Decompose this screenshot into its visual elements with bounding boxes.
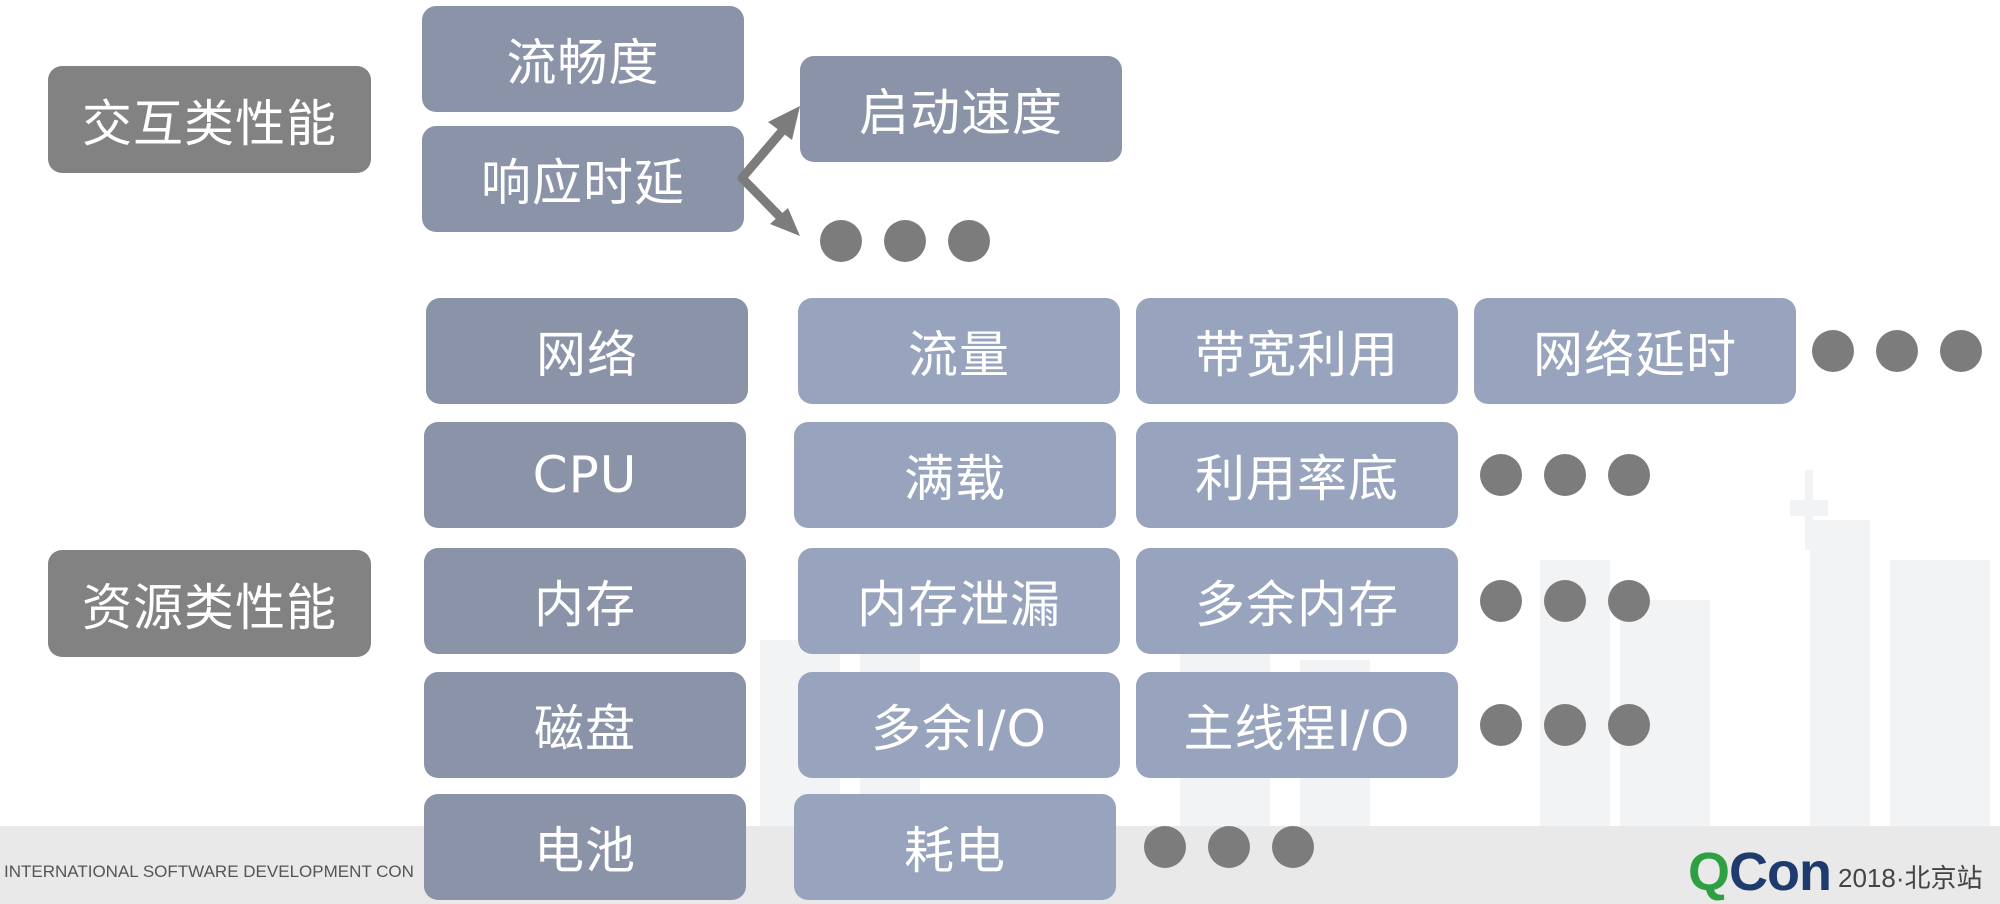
qcon-year-city: 2018·北京站	[1838, 863, 1983, 893]
more-dot	[1272, 826, 1314, 868]
more-dot	[1876, 330, 1918, 372]
network-item-bandwidth: 带宽利用	[1136, 298, 1458, 404]
resource-memory: 内存	[424, 548, 746, 654]
disk-more-dots	[1480, 704, 1650, 746]
more-dot	[948, 220, 990, 262]
category-interaction: 交互类性能	[48, 66, 371, 173]
memory-item-excess: 多余内存	[1136, 548, 1458, 654]
category-resource: 资源类性能	[48, 550, 371, 657]
cpu-item-low-utilization: 利用率底	[1136, 422, 1458, 528]
qcon-logo-q: Q	[1688, 842, 1730, 902]
more-dot	[1812, 330, 1854, 372]
resource-battery: 电池	[424, 794, 746, 900]
memory-item-leak: 内存泄漏	[798, 548, 1120, 654]
network-item-traffic: 流量	[798, 298, 1120, 404]
battery-item-power-consumption: 耗电	[794, 794, 1116, 900]
disk-item-excess-io: 多余I/O	[798, 672, 1120, 778]
disk-item-main-thread-io: 主线程I/O	[1136, 672, 1458, 778]
more-dot	[884, 220, 926, 262]
cpu-more-dots	[1480, 454, 1650, 496]
more-dot	[1608, 454, 1650, 496]
more-dot	[1544, 704, 1586, 746]
qcon-logo-con: Con	[1729, 842, 1832, 902]
interaction-startup: 启动速度	[800, 56, 1122, 162]
memory-more-dots	[1480, 580, 1650, 622]
conference-name: INTERNATIONAL SOFTWARE DEVELOPMENT CON	[4, 862, 414, 881]
more-dot	[1544, 454, 1586, 496]
more-dot	[1144, 826, 1186, 868]
more-dot	[1608, 580, 1650, 622]
more-dot	[1940, 330, 1982, 372]
more-dot	[1480, 580, 1522, 622]
more-dot	[1208, 826, 1250, 868]
interaction-more-dots	[820, 220, 990, 262]
battery-more-dots	[1144, 826, 1314, 868]
network-more-dots	[1812, 330, 1982, 372]
qcon-logo: QCon	[1688, 842, 1832, 902]
arrow-head-down	[770, 208, 800, 236]
interaction-latency: 响应时延	[422, 126, 744, 232]
more-dot	[1480, 704, 1522, 746]
interaction-smoothness: 流畅度	[422, 6, 744, 112]
arrow-head-up	[768, 106, 800, 140]
resource-cpu: CPU	[424, 422, 746, 528]
more-dot	[1544, 580, 1586, 622]
resource-disk: 磁盘	[424, 672, 746, 778]
resource-network: 网络	[426, 298, 748, 404]
more-dot	[1480, 454, 1522, 496]
more-dot	[1608, 704, 1650, 746]
cpu-item-full-load: 满载	[794, 422, 1116, 528]
network-item-latency: 网络延时	[1474, 298, 1796, 404]
more-dot	[820, 220, 862, 262]
